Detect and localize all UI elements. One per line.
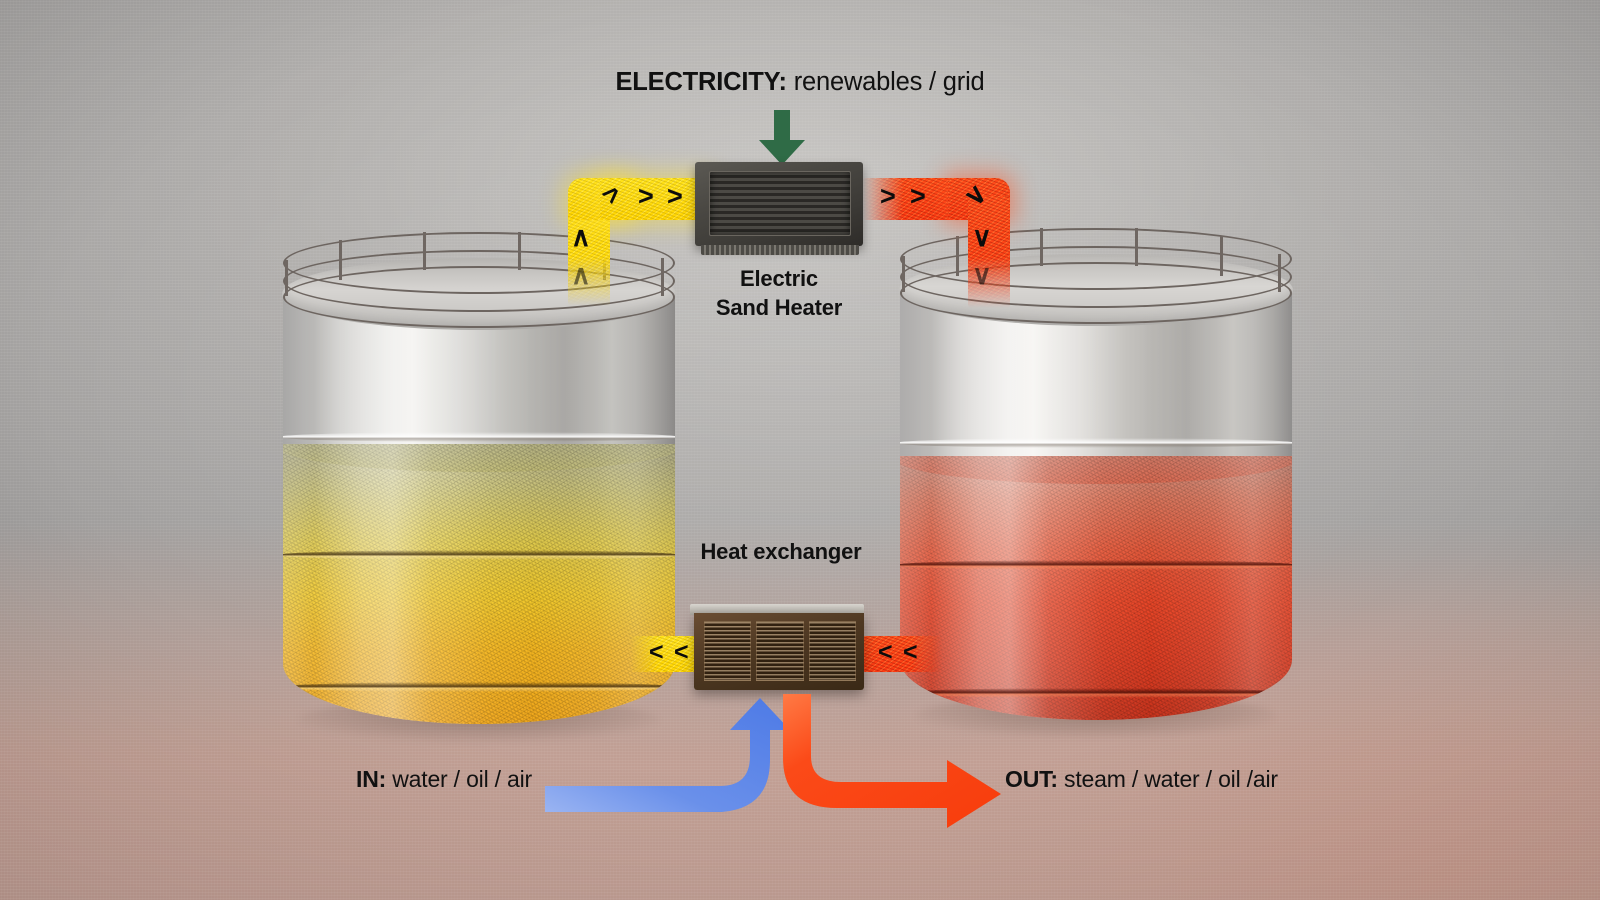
cold-tank-ring-middle [283,550,675,560]
hot-feed-chevron-left: < [903,638,918,666]
hot-railing-post [1135,228,1138,266]
heat-exchanger-louver-panel [808,621,856,681]
hot-sand-storage-tank [899,228,1293,738]
electric-sand-heater-label: Electric Sand Heater [716,264,842,322]
hot-railing-low-rail [900,262,1292,324]
heater-label-line1: Electric [740,266,818,291]
process-inlet-arrow-icon [545,698,790,812]
electricity-input-arrow-icon [759,110,805,165]
cold-pipe-horizontal [600,178,710,220]
hot-railing-post [1278,254,1281,292]
cold-flow-chevron-right: > [638,181,654,211]
cold-tank-railing [283,232,675,328]
hot-sand-grain-texture [900,456,1292,720]
hot-tank-specular-sheen [900,288,1292,720]
cold-return-chevron-left: < [649,638,664,666]
cold-tank-ring-lower [283,682,675,692]
cold-tank-shell [283,292,675,724]
heat-exchanger-louver-panel [704,621,752,681]
inlet-label-key: IN: [356,766,387,792]
cold-railing-post [339,240,342,280]
hot-tank-ring-lower [900,688,1292,698]
hot-feed-chevron-left: < [878,638,893,666]
heater-label-line2: Sand Heater [715,295,843,321]
cold-railing-post [661,258,664,296]
heater-fin-array [709,171,851,236]
heat-exchanger-body [694,613,864,690]
hot-tank-ring-upper [900,438,1292,448]
heat-exchanger-louver-panel [756,621,804,681]
heat-exchanger-top-plate [690,604,864,615]
cold-return-pipe-run [630,636,705,672]
process-outlet-label: OUT: steam / water / oil /air [1005,766,1278,793]
hot-tank-railing [900,228,1292,324]
cold-flow-chevron-up: ∧ [571,222,591,252]
outlet-label-value: steam / water / oil /air [1057,766,1278,792]
heat-exchanger-louver-panels [704,621,856,681]
hot-flow-chevron-right: > [910,181,926,211]
hot-railing-post [956,236,959,276]
cold-sand-fill [283,444,675,724]
electricity-source-label: ELECTRICITY: renewables / grid [615,68,984,97]
hot-sand-fill [900,456,1292,720]
hot-pipe-downcomer [968,196,1010,308]
cold-flow-chevron-right: > [667,181,683,211]
hot-railing-post [1040,228,1043,266]
cold-railing-low-rail [283,266,675,328]
hot-railing-post [902,256,905,292]
hot-railing-post [1220,236,1223,276]
cold-sand-grain-texture [283,444,675,724]
cold-railing-post [518,232,521,270]
electricity-label-value: renewables / grid [786,68,985,96]
hot-flow-chevron-right: > [880,181,896,211]
hot-flow-chevron-down: ∨ [972,222,992,252]
cold-tank-ring-upper [283,432,675,442]
cold-sand-storage-tank [282,232,676,742]
cold-railing-post [285,260,288,296]
hot-feed-pipe-run [862,636,942,672]
cold-tank-specular-sheen [283,292,675,724]
heat-exchanger-label: Heat exchanger [700,539,862,564]
inlet-label-value: water / oil / air [386,766,533,792]
electric-sand-heater-unit[interactable] [695,162,863,255]
heater-base-pins [701,245,859,255]
electricity-label-key: ELECTRICITY: [615,68,787,96]
hot-tank-shell [900,288,1292,720]
hot-flow-chevron-down: ∨ [972,260,992,290]
process-inlet-label: IN: water / oil / air [356,766,532,793]
cold-railing-post [423,232,426,270]
heat-exchanger-unit[interactable] [690,604,864,690]
outlet-label-key: OUT: [1005,766,1058,792]
hot-tank-ring-middle [900,560,1292,570]
process-outlet-arrow-icon [783,694,1001,828]
cold-return-chevron-left: < [674,638,689,666]
cold-flow-chevron-up: ∧ [571,260,591,290]
